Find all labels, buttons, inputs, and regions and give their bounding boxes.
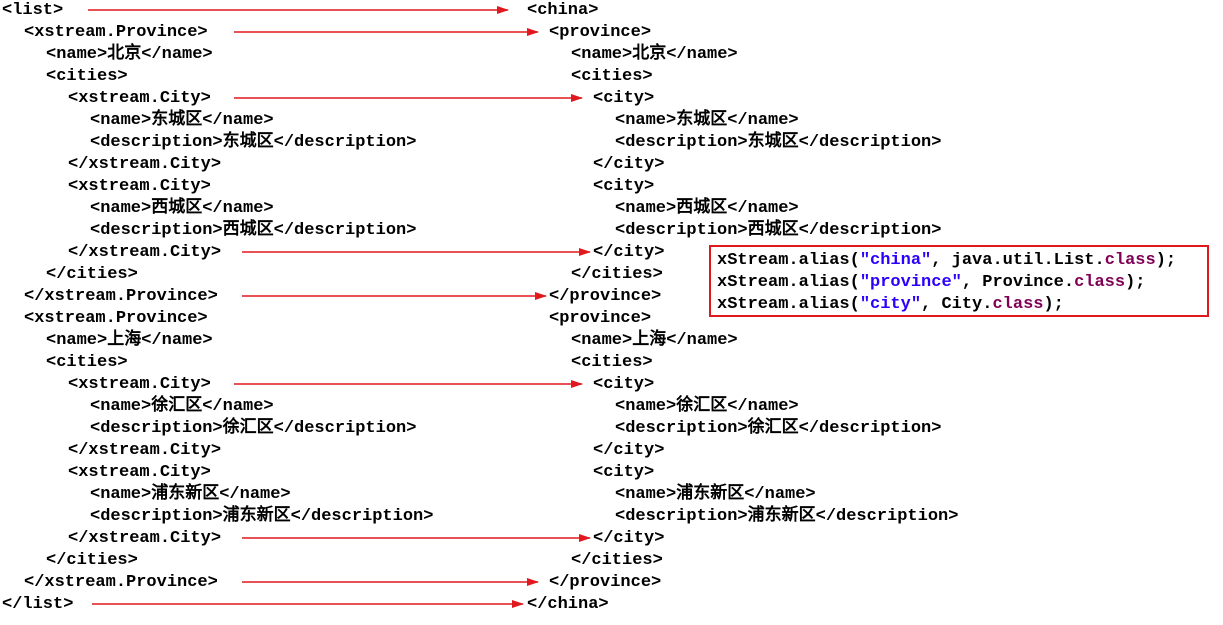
right-xml-line: <name>西城区</name> — [615, 199, 799, 218]
right-xml-line: <name>北京</name> — [571, 45, 738, 64]
right-xml-line: <description>西城区</description> — [615, 221, 942, 240]
left-xml-line: <name>西城区</name> — [90, 199, 274, 218]
alias-code-line: xStream.alias("china", java.util.List.cl… — [717, 251, 1177, 270]
right-xml-line: <city> — [593, 89, 655, 108]
left-xml-line: <list> — [2, 1, 64, 20]
right-xml-line: <city> — [593, 177, 655, 196]
left-xml-line: <xstream.City> — [68, 463, 211, 482]
left-xml-line: </xstream.City> — [68, 155, 222, 174]
right-xml-line: </cities> — [571, 551, 663, 570]
right-xml-line: <city> — [593, 375, 655, 394]
right-xml-line: <description>浦东新区</description> — [615, 507, 959, 526]
left-xml-line: <xstream.Province> — [24, 23, 208, 42]
right-xml-line: </china> — [527, 595, 609, 614]
right-xml-line: </city> — [593, 155, 665, 174]
left-xml-line: <description>西城区</description> — [90, 221, 417, 240]
left-xml-line: <name>徐汇区</name> — [90, 397, 274, 416]
right-xml-line: </city> — [593, 441, 665, 460]
left-xml-line: </list> — [2, 595, 74, 614]
right-xml-line: </city> — [593, 243, 665, 262]
left-xml-line: </xstream.Province> — [24, 287, 218, 306]
left-xml-line: <name>东城区</name> — [90, 111, 274, 130]
right-xml-line: </city> — [593, 529, 665, 548]
left-xml-line: <description>徐汇区</description> — [90, 419, 417, 438]
right-xml-line: </province> — [549, 573, 662, 592]
right-xml-line: <china> — [527, 1, 599, 20]
left-xml-line: </xstream.City> — [68, 529, 222, 548]
left-xml-line: <description>东城区</description> — [90, 133, 417, 152]
right-xml-line: <name>上海</name> — [571, 331, 738, 350]
alias-code-line: xStream.alias("province", Province.class… — [717, 273, 1146, 292]
left-xml-line: </xstream.City> — [68, 441, 222, 460]
left-xml-line: </cities> — [46, 265, 138, 284]
left-xml-line: <name>上海</name> — [46, 331, 213, 350]
left-xml-line: </cities> — [46, 551, 138, 570]
left-xml-line: <xstream.City> — [68, 89, 211, 108]
left-xml-line: <xstream.Province> — [24, 309, 208, 328]
left-xml-line: <cities> — [46, 67, 128, 86]
right-xml-line: <name>徐汇区</name> — [615, 397, 799, 416]
left-xml-line: <name>浦东新区</name> — [90, 485, 291, 504]
right-xml-line: <province> — [549, 23, 652, 42]
right-xml-line: </province> — [549, 287, 662, 306]
right-xml-line: <description>徐汇区</description> — [615, 419, 942, 438]
alias-code-box: xStream.alias("china", java.util.List.cl… — [709, 245, 1209, 317]
left-xml-line: <name>北京</name> — [46, 45, 213, 64]
left-xml-line: </xstream.Province> — [24, 573, 218, 592]
left-xml-line: <xstream.City> — [68, 375, 211, 394]
right-xml-line: <name>东城区</name> — [615, 111, 799, 130]
right-xml-line: <city> — [593, 463, 655, 482]
left-xml-line: <xstream.City> — [68, 177, 211, 196]
right-xml-line: <cities> — [571, 353, 653, 372]
right-xml-line: </cities> — [571, 265, 663, 284]
alias-code-line: xStream.alias("city", City.class); — [717, 295, 1064, 314]
left-xml-line: </xstream.City> — [68, 243, 222, 262]
right-xml-line: <name>浦东新区</name> — [615, 485, 816, 504]
left-xml-line: <cities> — [46, 353, 128, 372]
right-xml-line: <province> — [549, 309, 652, 328]
left-xml-line: <description>浦东新区</description> — [90, 507, 434, 526]
right-xml-line: <cities> — [571, 67, 653, 86]
right-xml-line: <description>东城区</description> — [615, 133, 942, 152]
